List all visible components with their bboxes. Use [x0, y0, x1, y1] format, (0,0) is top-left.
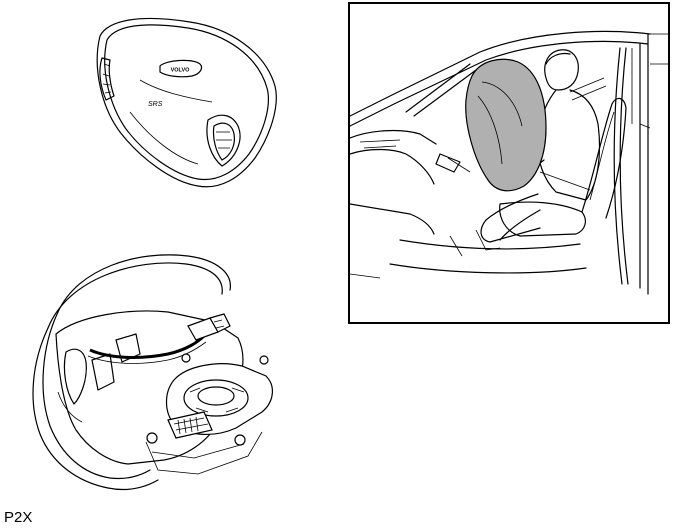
airbag-module-illustration: VOLVO SRS — [80, 8, 290, 198]
deployed-airbag — [465, 58, 547, 192]
airbag-deployment-illustration — [348, 2, 670, 324]
srs-label: SRS — [148, 101, 163, 108]
figure-code: P2X — [4, 509, 33, 526]
svg-text:VOLVO: VOLVO — [171, 68, 191, 74]
steering-wheel-assembly-illustration — [18, 242, 293, 502]
volvo-badge: VOLVO — [159, 59, 203, 78]
